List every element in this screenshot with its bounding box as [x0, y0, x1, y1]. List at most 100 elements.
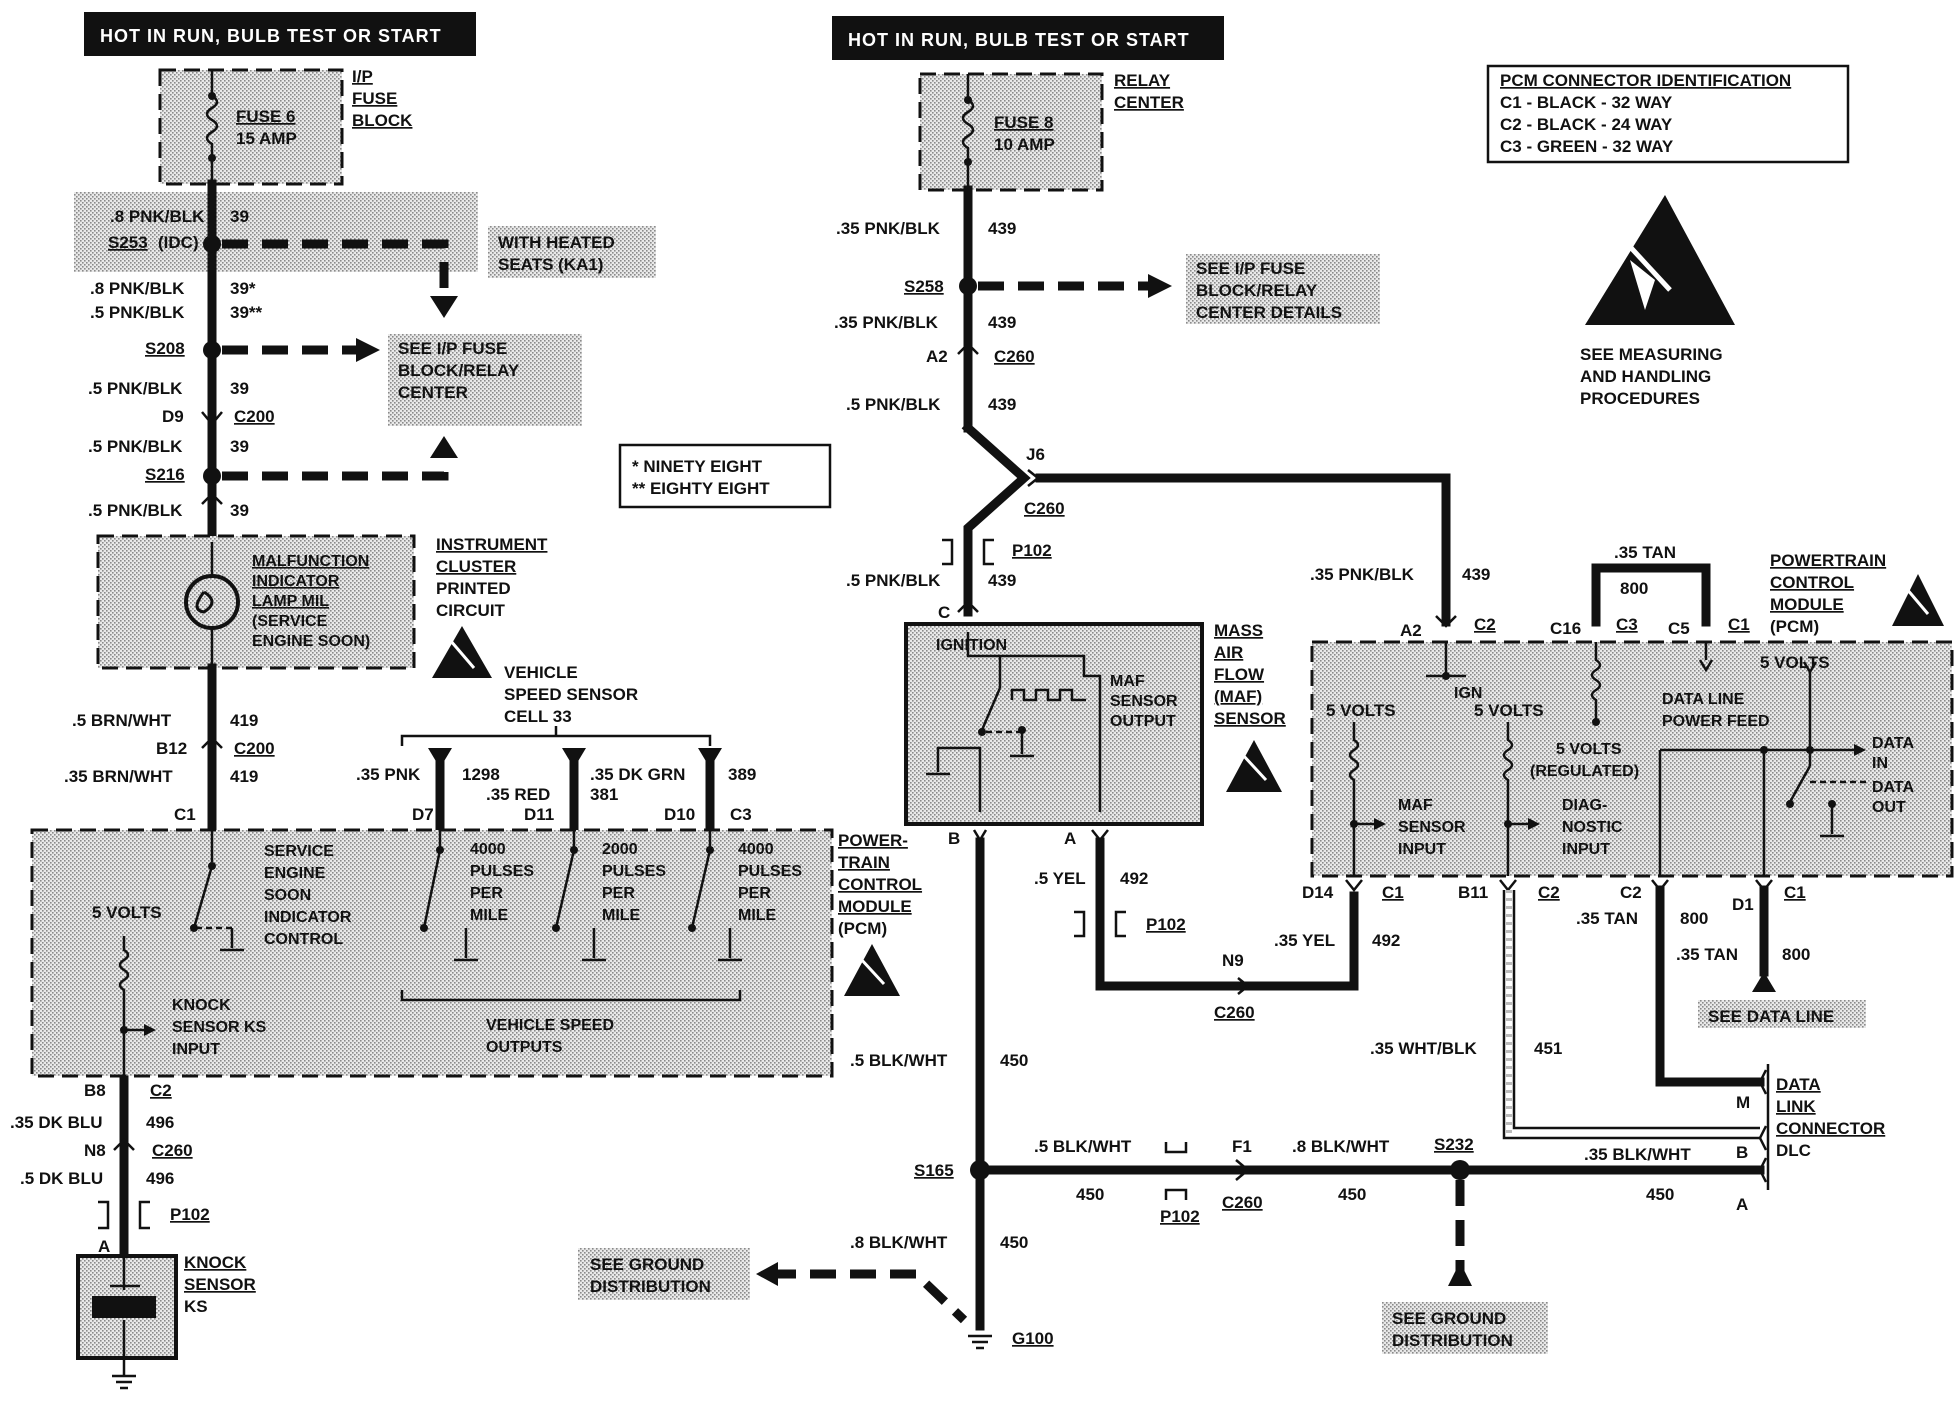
splice-s216	[203, 467, 221, 485]
vso-bracket	[400, 990, 742, 1002]
data-in-label: DATA	[1872, 735, 1915, 752]
circuit-number: 496	[146, 1113, 174, 1132]
knock-sensor-label: KS	[184, 1297, 208, 1316]
vso-label: VEHICLE SPEED	[486, 1017, 614, 1034]
mil-label: ENGINE SOON)	[252, 633, 370, 650]
dlpf-label: DATA LINE	[1662, 691, 1745, 708]
legend-line: * NINETY EIGHT	[632, 457, 763, 476]
pcm-label: (PCM)	[838, 919, 887, 938]
connector-label: P102	[1160, 1207, 1200, 1226]
pin-label: C1	[174, 805, 196, 824]
ground-label: G100	[1012, 1329, 1054, 1348]
circuit-number: 450	[1076, 1185, 1104, 1204]
esd-icon	[432, 626, 492, 678]
splice-s208	[203, 341, 221, 359]
connector-label: C2	[1474, 615, 1496, 634]
see-data-line-note	[1698, 1000, 1866, 1028]
knock-sensor-label: KNOCK	[184, 1253, 247, 1272]
splice-label: S258	[904, 277, 944, 296]
dlpf-label: POWER FEED	[1662, 713, 1770, 730]
connector-symbol	[201, 736, 223, 749]
voltage-label: 5 VOLTS	[1474, 701, 1544, 720]
pulses-label: MILE	[470, 907, 509, 924]
splice-s165	[970, 1160, 990, 1180]
ip-fuse-block-label: I/P	[352, 67, 373, 86]
center-header-box	[832, 16, 1224, 60]
wire-label: .35 DK GRN	[590, 765, 685, 784]
splice-label: S165	[914, 1161, 954, 1180]
see-fuse-text: CENTER DETAILS	[1196, 303, 1342, 322]
vss-bracket	[400, 734, 712, 746]
connector-label: C1	[1382, 883, 1404, 902]
circuit-number: 419	[230, 711, 258, 730]
ses-label: ENGINE	[264, 865, 326, 882]
circuit-number: 439	[988, 395, 1016, 414]
fuse-8-rating: 10 AMP	[994, 135, 1055, 154]
maf-output-label: OUTPUT	[1110, 713, 1176, 730]
maf-label: (MAF)	[1214, 687, 1262, 706]
connector-label: C260	[152, 1141, 193, 1160]
fuse-6-label: FUSE 6	[236, 107, 296, 126]
connector-label: C3	[1616, 615, 1638, 634]
connector-c200-symbol	[201, 411, 223, 426]
pcm-connector-id-box	[1486, 64, 1850, 164]
connector-label: C200	[234, 407, 275, 426]
wire-label: .35 DK BLU	[10, 1113, 103, 1132]
wire-492	[1095, 837, 1359, 991]
pulses-label: PER	[738, 885, 771, 902]
heated-seats-text: SEATS (KA1)	[498, 255, 603, 274]
pcm-connector-id-row: C3 - GREEN - 32 WAY	[1500, 137, 1674, 156]
p102-connector	[1164, 1142, 1188, 1154]
left-header-box	[84, 12, 476, 56]
vss-title: CELL 33	[504, 707, 572, 726]
splice-s232	[1450, 1160, 1470, 1180]
left-header: HOT IN RUN, BULB TEST OR START	[100, 26, 442, 46]
ip-fuse-block	[158, 68, 344, 186]
maf-input-label: INPUT	[1398, 841, 1446, 858]
dlc-label: DLC	[1776, 1141, 1811, 1160]
connector-symbol	[957, 600, 979, 613]
pin-label: C2	[1620, 883, 1642, 902]
pin-label: M	[1736, 1093, 1750, 1112]
wire-label: .5 DK BLU	[20, 1169, 103, 1188]
circuit-number: 439	[1462, 565, 1490, 584]
pin-label: A	[98, 1237, 110, 1256]
splice-s258	[959, 277, 977, 295]
wire-439-to-pcm	[1035, 473, 1451, 627]
ground-branch	[770, 1269, 968, 1324]
pcm-right-internal	[1348, 642, 1866, 876]
maf-label: MASS	[1214, 621, 1263, 640]
maf-label: SENSOR	[1214, 709, 1286, 728]
knock-sensor-label: SENSOR	[184, 1275, 256, 1294]
wire-label: .5 BLK/WHT	[850, 1051, 948, 1070]
wire-label: .35 PNK/BLK	[834, 313, 939, 332]
see-ground-text: SEE GROUND	[590, 1255, 704, 1274]
idc-band	[74, 192, 478, 272]
ign-label: IGN	[1454, 685, 1482, 702]
see-fuse-note-center	[1186, 254, 1380, 324]
circuit-number: 39	[230, 207, 249, 226]
connector-label: C1	[1784, 883, 1806, 902]
dlc-label: DATA	[1776, 1075, 1821, 1094]
pin-label: J6	[1026, 445, 1045, 464]
pulses-label: PULSES	[602, 863, 666, 880]
see-fuse-text: SEE I/P FUSE	[1196, 259, 1305, 278]
see-data-line-text: SEE DATA LINE	[1708, 1007, 1834, 1026]
splice-label: S253	[108, 233, 148, 252]
circuit-number: 450	[1000, 1051, 1028, 1070]
wire-800-to-dlc	[1655, 885, 1765, 1087]
ip-fuse-block-label: BLOCK	[352, 111, 413, 130]
relay-center	[918, 72, 1104, 192]
circuit-number: 439	[988, 313, 1016, 332]
pcm-label: POWER-	[838, 831, 908, 850]
pulses-label: MILE	[738, 907, 777, 924]
circuit-number: 492	[1372, 931, 1400, 950]
wire-label: .35 PNK/BLK	[1310, 565, 1415, 584]
splice-s253	[203, 235, 221, 253]
connector-label: C260	[1214, 1003, 1255, 1022]
wire-label: .35 TAN	[1676, 945, 1738, 964]
ground-icon	[112, 1374, 136, 1390]
pcm-label: MODULE	[838, 897, 912, 916]
pin-label: C3	[730, 805, 752, 824]
circuit-number: 439	[988, 219, 1016, 238]
